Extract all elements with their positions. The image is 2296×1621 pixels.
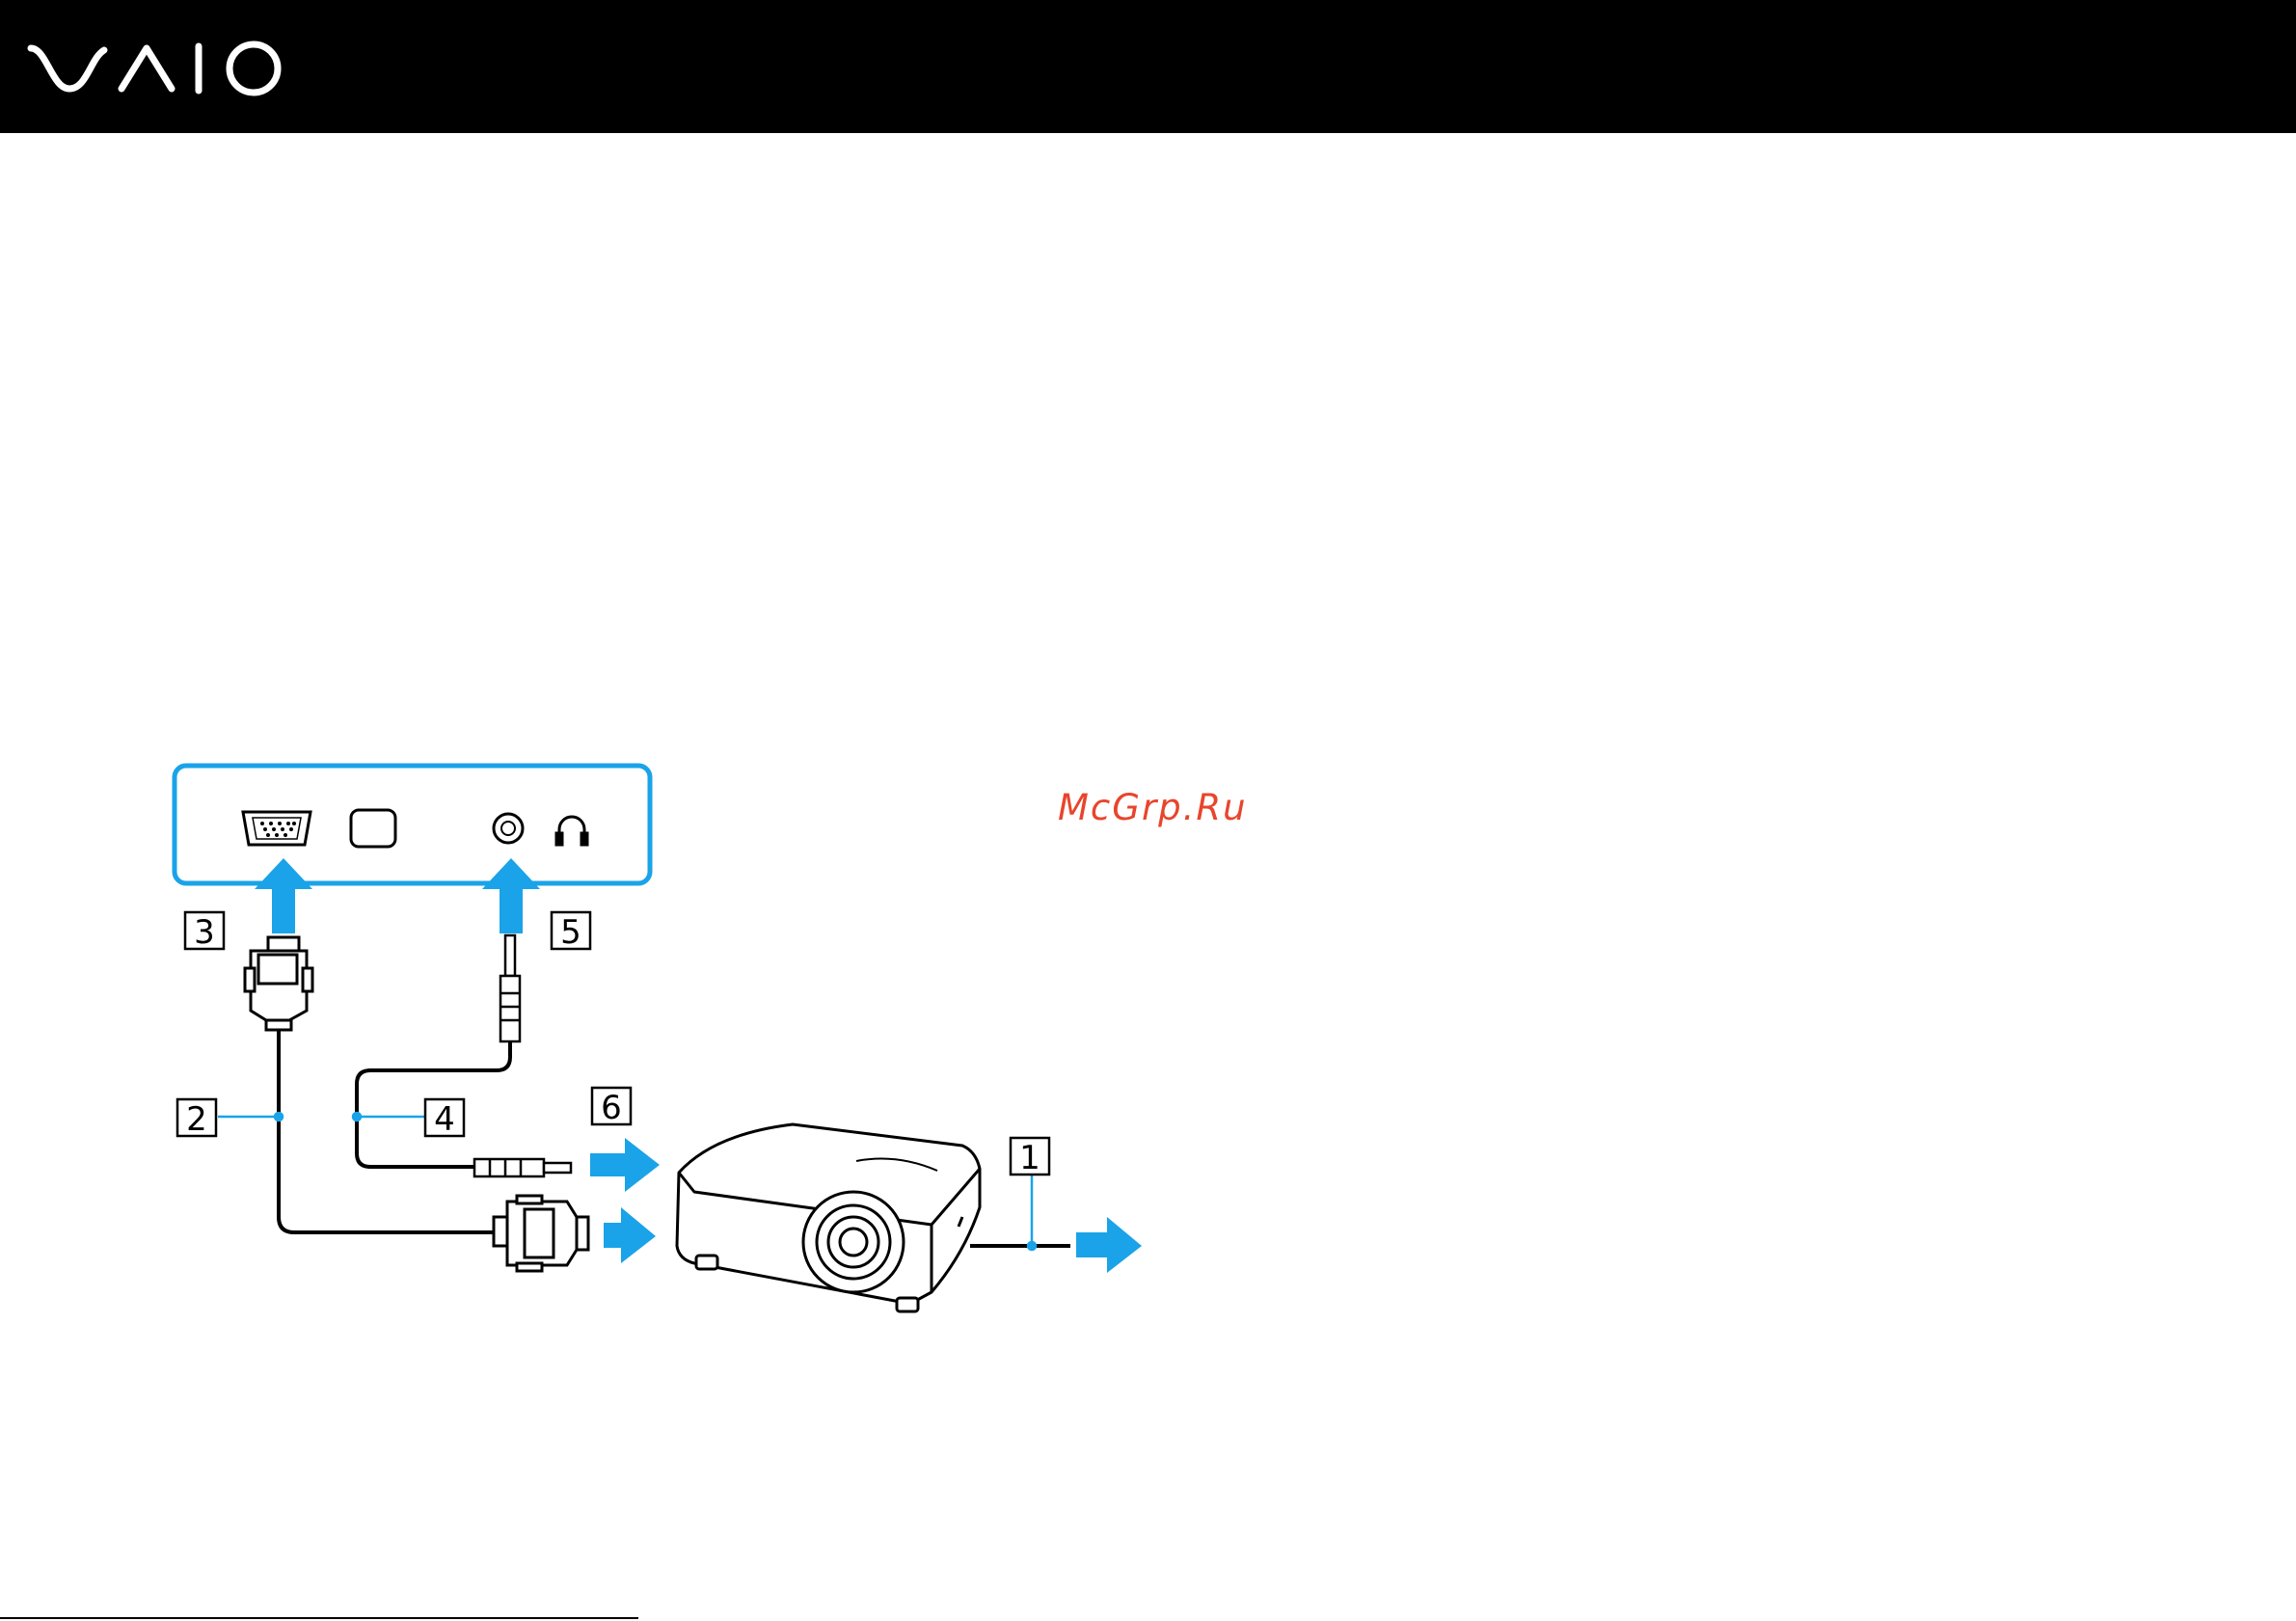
callout-5: 5 <box>552 912 590 952</box>
callout-6: 6 <box>592 1088 631 1127</box>
vga-connector-icon <box>494 1196 588 1271</box>
audio-plug-icon <box>500 935 520 1041</box>
svg-text:5: 5 <box>560 913 581 952</box>
callout-4: 4 <box>425 1099 464 1139</box>
callout-1: 1 <box>1011 1138 1049 1177</box>
svg-text:4: 4 <box>434 1100 455 1139</box>
hdmi-port-icon <box>351 810 395 847</box>
footer-rule <box>0 1617 638 1619</box>
svg-text:1: 1 <box>1019 1139 1040 1177</box>
svg-text:6: 6 <box>601 1089 622 1127</box>
vga-port-icon <box>243 812 311 845</box>
callout-3: 3 <box>185 912 224 952</box>
audio-plug-icon <box>474 1159 571 1176</box>
vga-connector-icon <box>245 937 312 1030</box>
svg-text:2: 2 <box>186 1100 207 1139</box>
callout-2: 2 <box>177 1099 216 1139</box>
projector-icon <box>677 1124 980 1311</box>
audio-jack-icon <box>494 814 523 843</box>
svg-text:3: 3 <box>194 913 215 952</box>
